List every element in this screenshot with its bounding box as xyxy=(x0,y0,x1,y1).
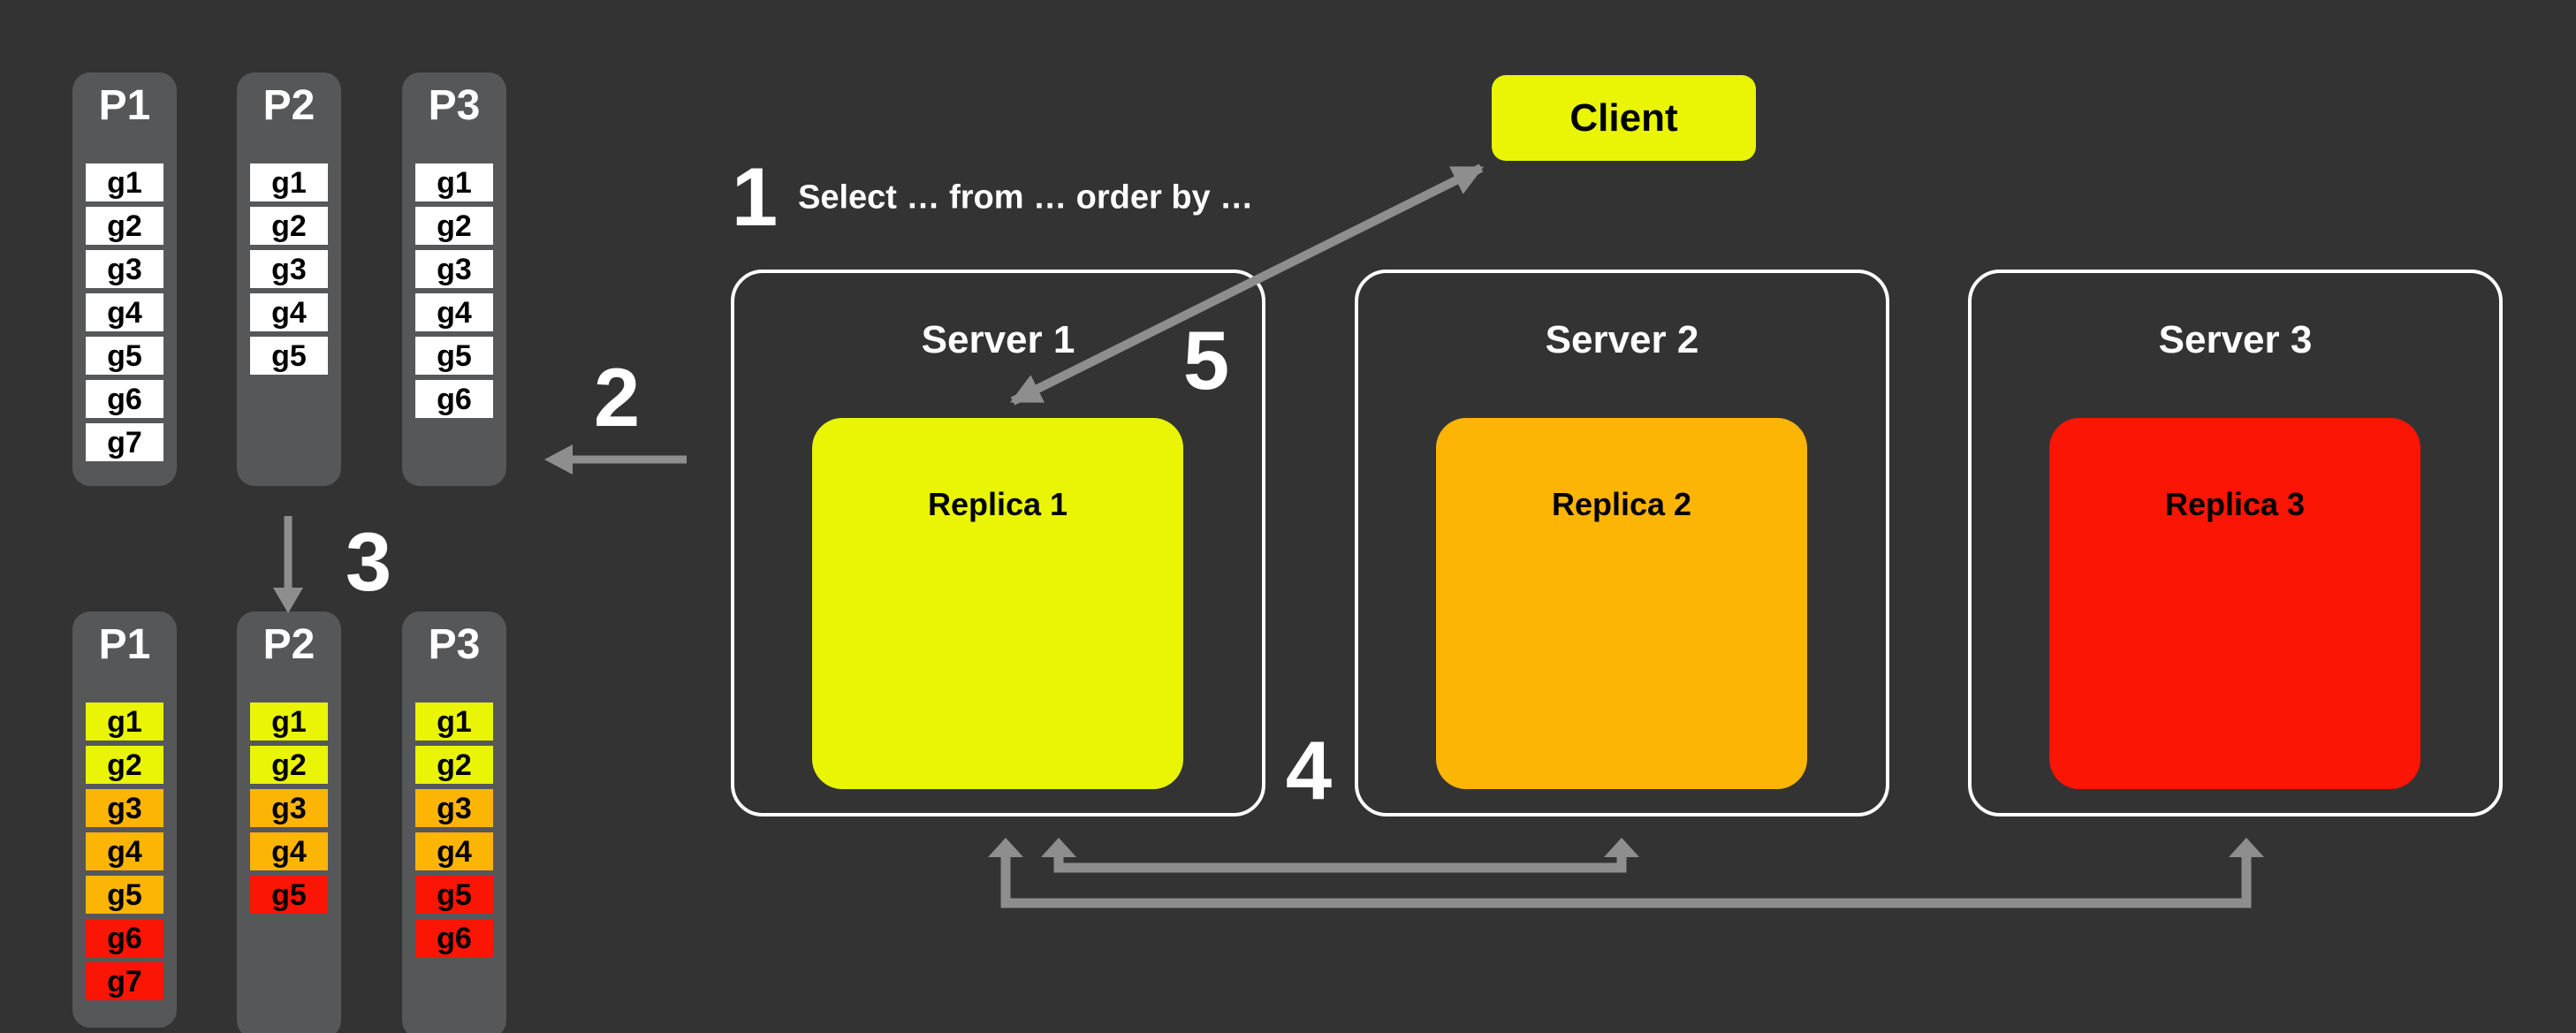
partition-cell-g5: g5 xyxy=(250,337,328,375)
replica-box-1: Replica 1 xyxy=(812,418,1183,789)
partition-cell-g3: g3 xyxy=(415,789,493,827)
partition-cell-g1: g1 xyxy=(250,703,328,741)
step3-arrow-icon xyxy=(273,516,303,613)
partition-column-sorted-p3: P3 g1 g2 g3 g4 g5 g6 xyxy=(402,611,506,1033)
partition-cell-g5: g5 xyxy=(86,876,163,914)
replica-box-2: Replica 2 xyxy=(1436,418,1807,789)
partition-cell-g5: g5 xyxy=(250,876,328,914)
partition-cell-list: g1 g2 g3 g4 g5 g6 xyxy=(415,703,493,957)
partition-column-sorted-p1: P1 g1 g2 g3 g4 g5 g6 g7 xyxy=(72,611,177,1028)
partition-cell-g1: g1 xyxy=(250,163,328,201)
partition-cell-g3: g3 xyxy=(86,250,163,288)
server1-server2-connector-icon xyxy=(1041,838,1639,873)
step2-arrow-icon xyxy=(544,444,687,475)
partition-cell-list: g1 g2 g3 g4 g5 xyxy=(250,163,328,375)
partition-title: P2 xyxy=(262,82,315,129)
partition-cell-g6: g6 xyxy=(86,919,163,957)
partition-cell-g3: g3 xyxy=(250,250,328,288)
partition-cell-g2: g2 xyxy=(415,746,493,784)
partition-cell-g2: g2 xyxy=(86,746,163,784)
partition-cell-g5: g5 xyxy=(415,337,493,375)
partition-column-unsorted-p3: P3 g1 g2 g3 g4 g5 g6 xyxy=(402,72,506,486)
server-box-3: Server 3 Replica 3 xyxy=(1968,270,2503,817)
partition-cell-g3: g3 xyxy=(86,789,163,827)
partition-cell-g5: g5 xyxy=(86,337,163,375)
partition-cell-g4: g4 xyxy=(250,832,328,870)
replica-label: Replica 3 xyxy=(2164,486,2306,522)
partition-cell-g2: g2 xyxy=(415,207,493,245)
step-4-label: 4 xyxy=(1285,724,1333,817)
partition-column-unsorted-p2: P2 g1 g2 g3 g4 g5 xyxy=(237,72,341,486)
server-label: Server 1 xyxy=(921,318,1075,361)
partition-cell-g5: g5 xyxy=(415,876,493,914)
server1-server3-connector-icon xyxy=(988,838,2264,908)
partition-cell-g2: g2 xyxy=(250,207,328,245)
partition-cell-g6: g6 xyxy=(415,380,493,418)
partition-title: P1 xyxy=(98,82,151,129)
partition-cell-g2: g2 xyxy=(86,207,163,245)
partition-cell-list: g1 g2 g3 g4 g5 g6 xyxy=(415,163,493,418)
partition-title: P2 xyxy=(262,621,315,668)
partition-column-sorted-p2: P2 g1 g2 g3 g4 g5 xyxy=(237,611,341,1033)
partition-cell-g6: g6 xyxy=(415,919,493,957)
partition-cell-g4: g4 xyxy=(250,293,328,331)
partition-cell-g4: g4 xyxy=(86,832,163,870)
query-annotation: Select … from … order by … xyxy=(798,178,1254,216)
partition-cell-g6: g6 xyxy=(86,380,163,418)
partition-title: P3 xyxy=(428,82,481,129)
client-box: Client xyxy=(1492,75,1756,161)
step-3-label: 3 xyxy=(345,515,392,608)
partition-column-unsorted-p1: P1 g1 g2 g3 g4 g5 g6 g7 xyxy=(72,72,177,486)
server-label: Server 3 xyxy=(2158,318,2313,361)
replica-box-3: Replica 3 xyxy=(2049,418,2420,789)
partition-cell-g2: g2 xyxy=(250,746,328,784)
partition-cell-list: g1 g2 g3 g4 g5 xyxy=(250,703,328,914)
partition-cell-g4: g4 xyxy=(415,832,493,870)
partition-cell-g1: g1 xyxy=(415,163,493,201)
partition-cell-g1: g1 xyxy=(86,163,163,201)
step-1-label: 1 xyxy=(731,150,779,243)
partition-cell-g7: g7 xyxy=(86,962,163,1000)
partition-cell-g4: g4 xyxy=(415,293,493,331)
server-label: Server 2 xyxy=(1545,318,1699,361)
server-box-2: Server 2 Replica 2 xyxy=(1355,270,1889,817)
partition-cell-g7: g7 xyxy=(86,423,163,461)
server-box-1: Server 1 Replica 1 xyxy=(731,270,1265,817)
step-2-label: 2 xyxy=(593,351,641,444)
partition-cell-g3: g3 xyxy=(415,250,493,288)
partition-title: P3 xyxy=(428,621,481,668)
partition-title: P1 xyxy=(98,621,151,668)
partition-cell-g1: g1 xyxy=(415,703,493,741)
partition-cell-list: g1 g2 g3 g4 g5 g6 g7 xyxy=(86,703,163,1000)
partition-cell-g4: g4 xyxy=(86,293,163,331)
replica-label: Replica 1 xyxy=(927,486,1068,522)
partition-cell-list: g1 g2 g3 g4 g5 g6 g7 xyxy=(86,163,163,461)
partition-cell-g3: g3 xyxy=(250,789,328,827)
replica-label: Replica 2 xyxy=(1551,486,1692,522)
partition-cell-g1: g1 xyxy=(86,703,163,741)
